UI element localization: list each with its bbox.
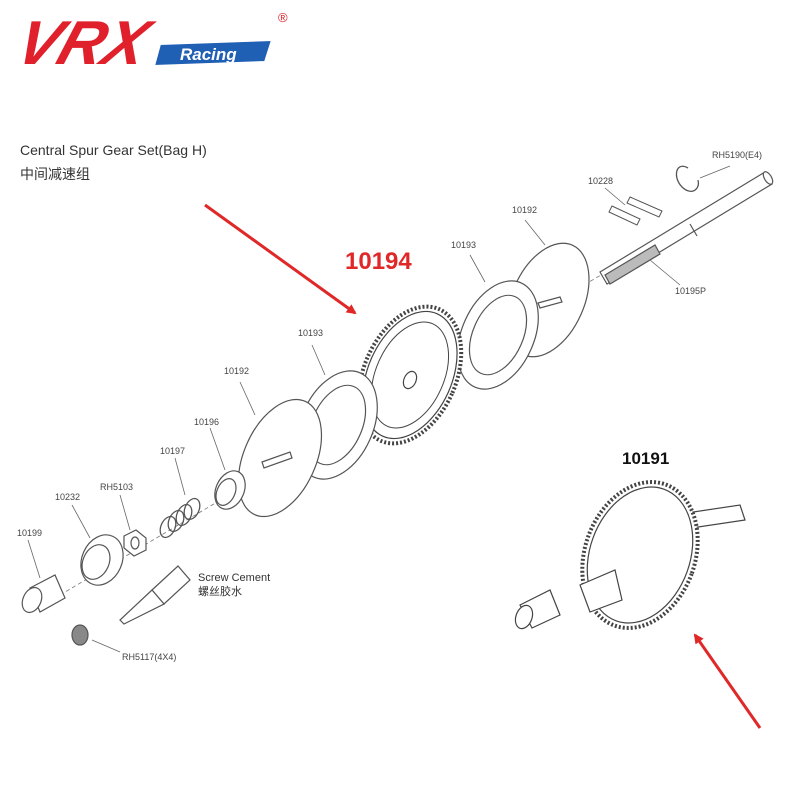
logo-text: VRX [10,8,162,77]
set-screw-rh5117 [71,624,89,646]
logo-swoosh [152,38,274,68]
label-10232: 10232 [55,492,81,502]
logo-subtext: Racing [180,45,237,64]
outdrive-cup-10199 [21,574,66,614]
label-10196: 10196 [194,417,220,427]
registered-mark: ® [278,10,288,25]
screw-cement-bottle [119,565,191,625]
label-screw-cement: Screw Cement [198,572,271,584]
label-10195p: 10195P [675,286,707,296]
pins-10228 [608,196,663,226]
highlight-part-10194: 10194 [345,248,412,275]
spring-10197 [159,497,201,539]
vrx-racing-logo: VRX Racing ® [10,7,288,78]
clutch-plate-10192-left [237,398,323,518]
label-10193-top: 10193 [451,240,477,250]
nut-rh5103 [123,529,147,557]
section-subtitle: 中间减速组 [20,166,90,182]
leader-lines [27,165,731,653]
label-10199: 10199 [17,528,43,538]
spur-gear-10194 [356,304,464,446]
label-10192-left: 10192 [224,366,250,376]
clutch-pad-10193-top [457,280,539,390]
section-title: Central Spur Gear Set(Bag H) [20,142,207,158]
label-rh5103: RH5103 [100,482,134,492]
e-clip-rh5190 [675,165,700,192]
label-10193-left: 10193 [298,328,324,338]
arrow-to-spur-gear [204,203,357,315]
label-10197: 10197 [160,446,186,456]
label-screw-cement-cn: 螺丝胶水 [198,586,242,598]
highlight-part-10191: 10191 [622,449,670,468]
bearing-10232 [80,534,124,586]
label-10228: 10228 [588,176,614,186]
bushing-10196 [214,470,246,510]
main-shaft-10195p [599,171,774,285]
label-rh5117: RH5117(4X4) [122,652,177,662]
label-rh5190: RH5190(E4) [712,150,763,160]
label-10192-top: 10192 [512,205,538,215]
assembled-unit-10191 [514,480,746,630]
arrow-to-assembled-unit [693,633,762,729]
